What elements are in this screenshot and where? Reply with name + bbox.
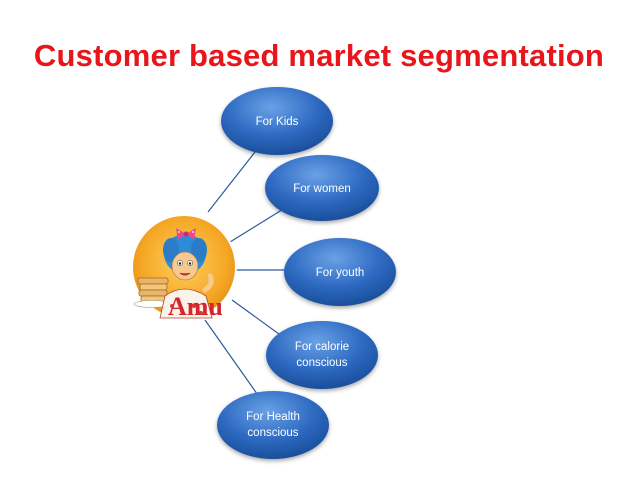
segment-label: For calorie	[295, 341, 349, 353]
segment-label: conscious	[296, 357, 347, 369]
slide-title: Customer based market segmentation	[33, 38, 605, 73]
segment-label: For women	[293, 183, 351, 195]
segment-label: For Kids	[256, 116, 299, 128]
segment-label: For Health	[246, 411, 300, 423]
logo-text: Amu	[168, 292, 223, 321]
segment-node-women: For women	[265, 155, 379, 221]
segment-node-health: For Health conscious	[217, 391, 329, 459]
segment-node-youth: For youth	[284, 238, 396, 306]
bread-stack-icon	[133, 277, 171, 308]
center-mascot-logo: Amu	[131, 214, 237, 321]
segment-label: conscious	[247, 427, 298, 439]
mascot-girl-icon	[159, 228, 214, 319]
segment-node-calorie: For calorie conscious	[266, 321, 378, 389]
connector-kids	[207, 151, 256, 213]
connectors	[204, 151, 297, 399]
segment-node-kids: For Kids	[221, 87, 333, 155]
connector-women	[229, 207, 286, 243]
connector-health	[204, 319, 261, 399]
segment-label: For youth	[316, 267, 365, 279]
